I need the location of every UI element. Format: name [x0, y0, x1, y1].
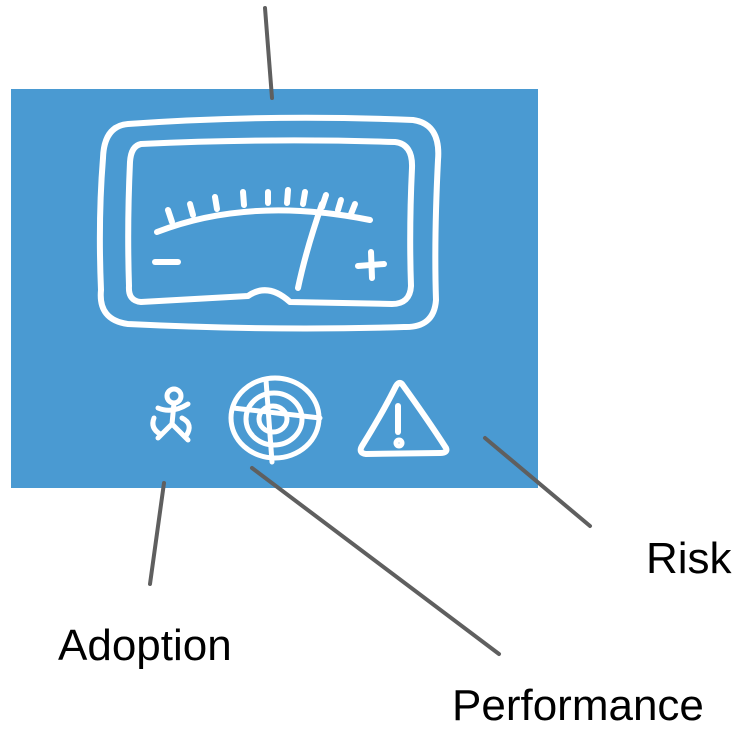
target-icon	[228, 375, 323, 465]
person-icon	[150, 386, 192, 443]
label-risk: Risk	[646, 534, 732, 583]
leader-line-adoption	[148, 481, 166, 586]
gauge-plus-icon	[355, 249, 387, 281]
leader-line-risk	[483, 436, 592, 528]
warning-triangle-icon	[357, 379, 450, 457]
label-performance: Performance	[452, 681, 704, 729]
leader-line-performance	[250, 466, 501, 656]
label-adoption: Adoption	[58, 621, 232, 670]
gauge-meter-icon	[96, 114, 442, 332]
leader-line-gauge	[263, 6, 274, 100]
